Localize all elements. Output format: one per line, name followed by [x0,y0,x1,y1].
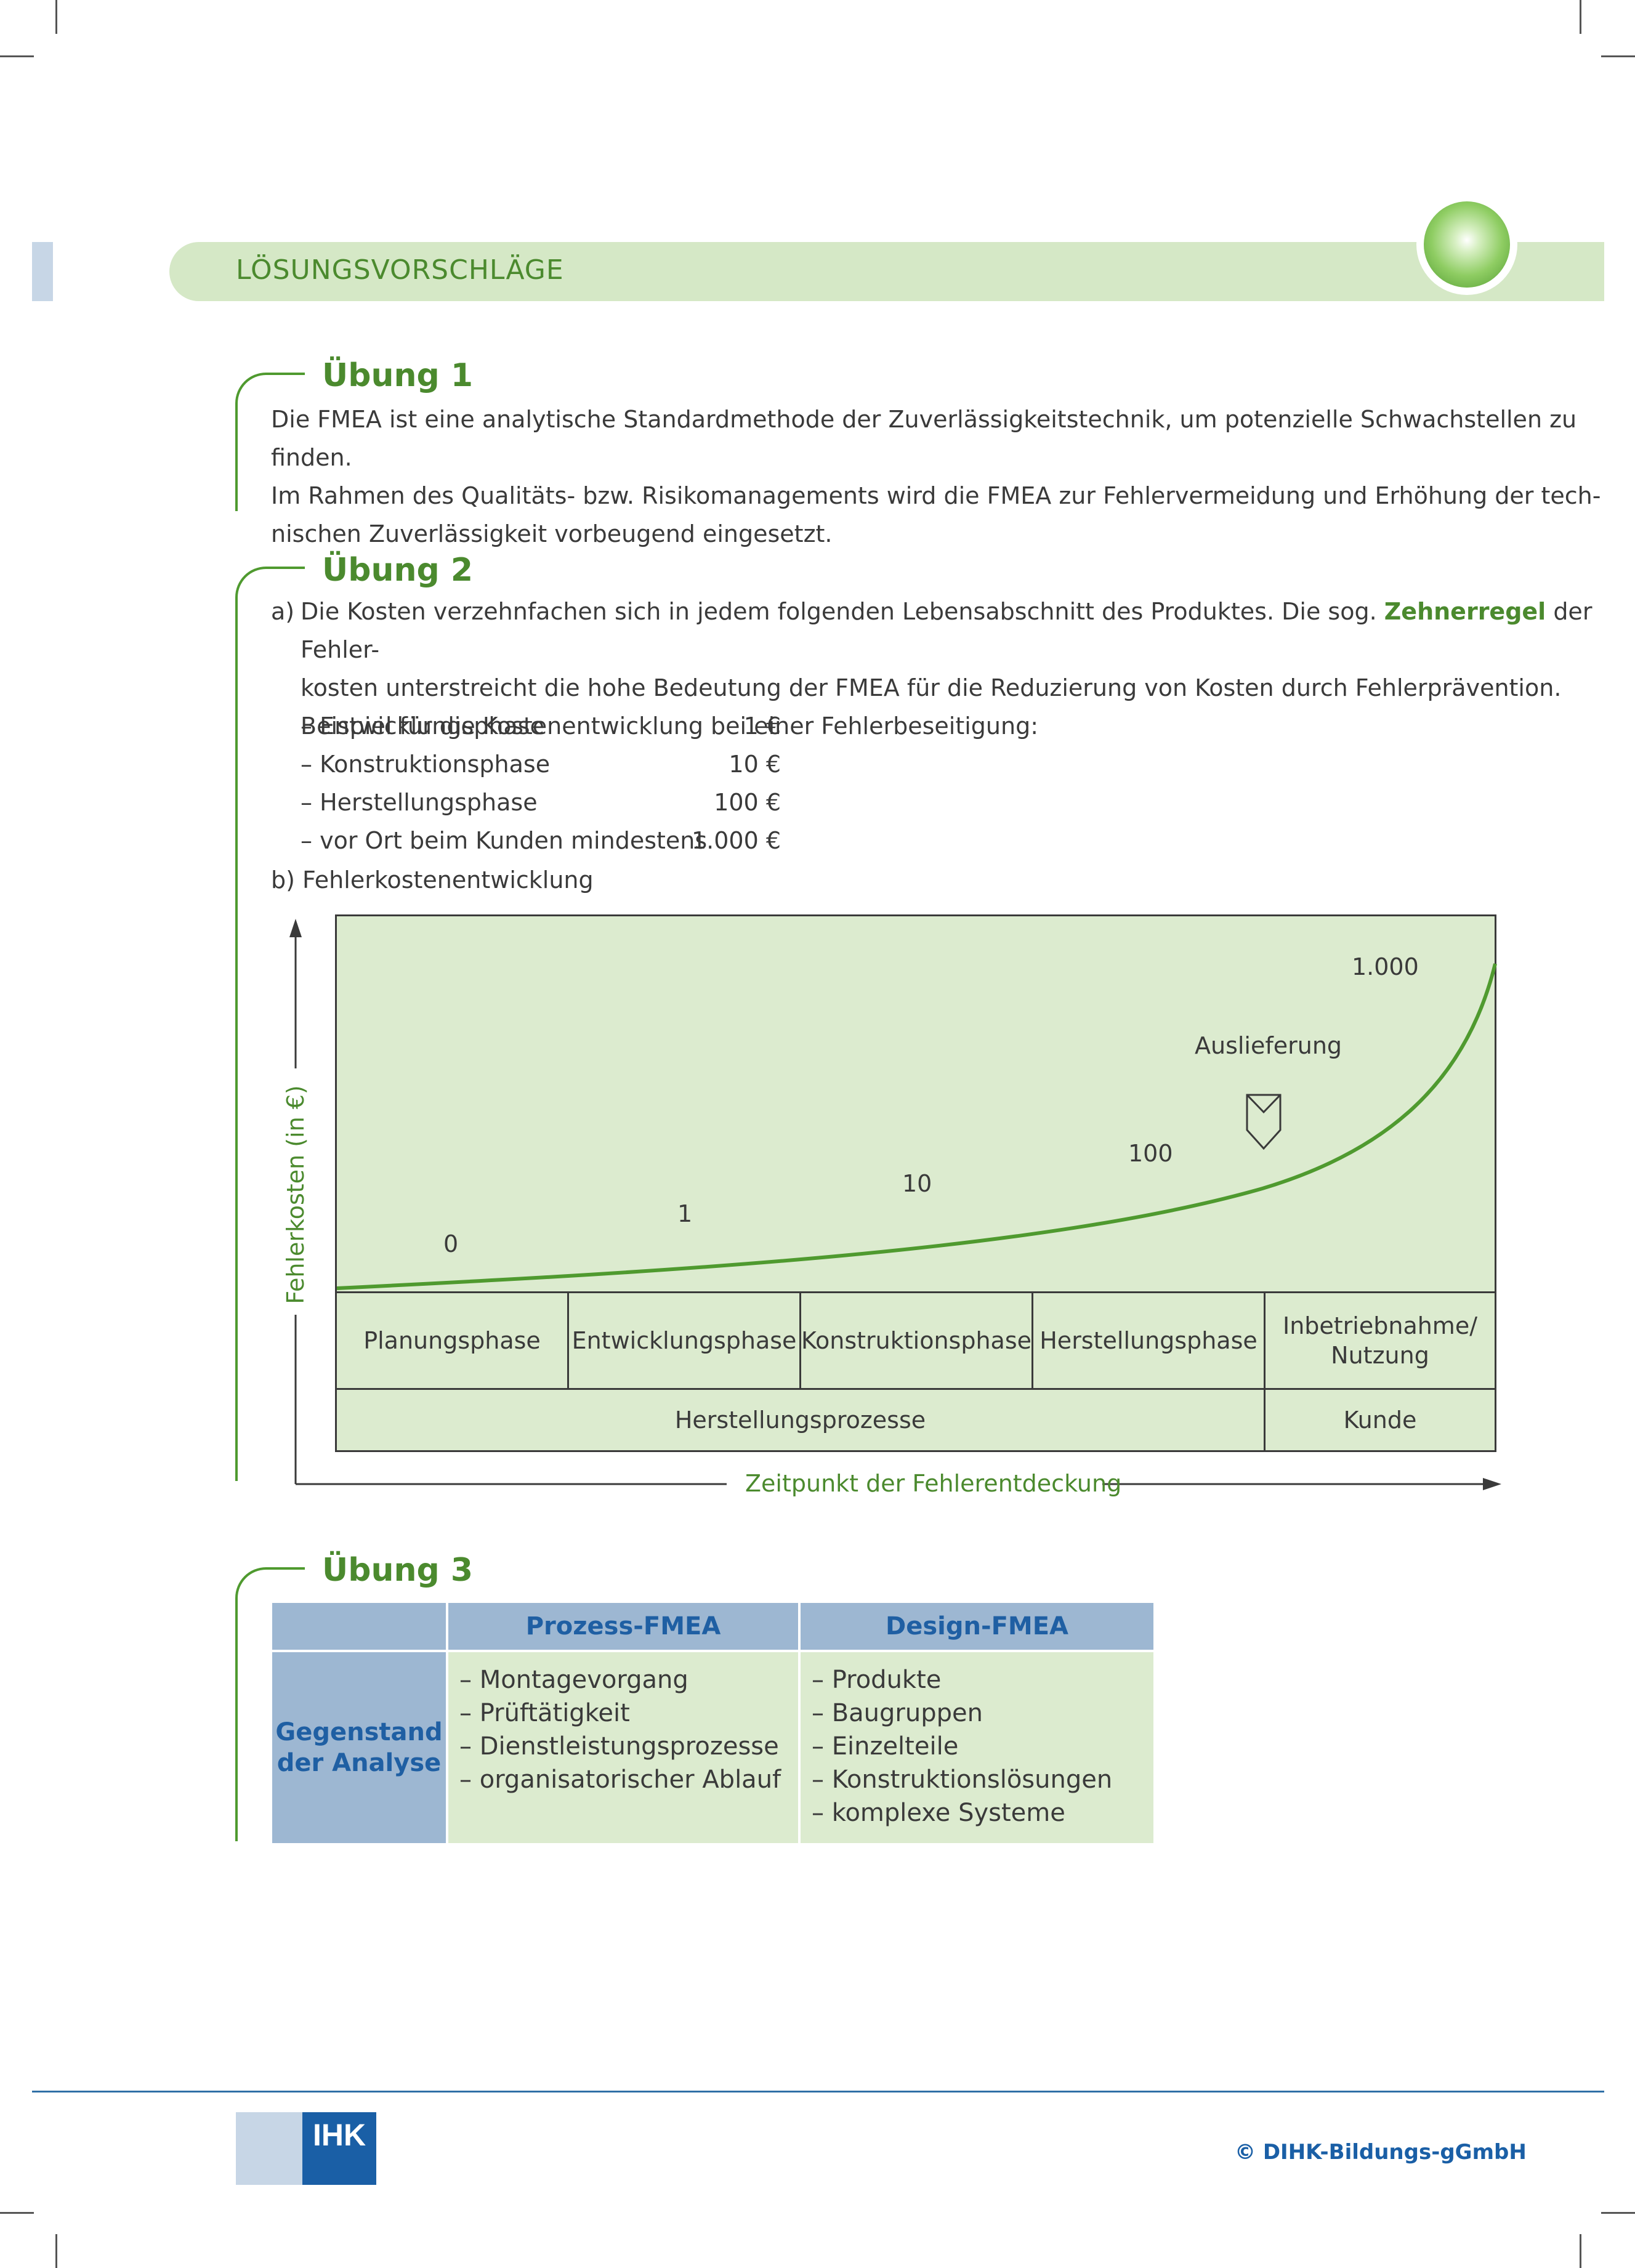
uebung2-b-text: b) Fehlerkostenentwicklung [271,866,594,894]
phase-cell: Planungsphase [335,1291,569,1390]
bracket-line [271,1567,305,1570]
table-header-design: Design-FMEA [801,1603,1153,1650]
ihk-logo-text: IHK [302,2112,376,2185]
crop-mark [1601,2212,1635,2214]
delivery-marker-chevron [1246,1094,1282,1114]
point-label: 1 [677,1200,693,1227]
cost-label: – Entwicklungsphase [301,712,544,740]
delivery-annotation: Auslieferung [1195,1032,1342,1059]
list-item: – organisatorischer Ablauf [459,1766,781,1794]
cost-label: – vor Ort beim Kunden mindestens [301,827,708,854]
point-label: 10 [902,1170,932,1197]
cost-list: – Entwicklungsphase 1 € – Konstruktionsp… [301,707,781,860]
text-line: Im Rahmen des Qualitäts- bzw. Risikomana… [271,482,1601,509]
uebung3-heading: Übung 3 [322,1552,473,1589]
crop-mark [1580,2234,1581,2268]
crop-mark [0,55,34,57]
row-header-line: Gegenstand [275,1718,443,1746]
uebung2-a-text: Die Kosten verzehnfachen sich in jedem f… [301,592,1635,745]
row-header-line: der Analyse [277,1749,442,1777]
list-item: – Prüftätigkeit [459,1699,630,1727]
list-item: – Montagevorgang [459,1666,688,1694]
text-line: kosten unterstreicht die hohe Bedeutung … [301,674,1562,701]
cost-label: – Herstellungsphase [301,789,538,816]
text-line: Die FMEA ist eine analytische Standardme… [271,406,1577,471]
list-item: – Konstruktionslösungen [812,1766,1113,1794]
list-item: – Produkte [812,1666,942,1694]
uebung2-heading: Übung 2 [322,552,473,589]
uebung2-a-marker: a) [271,598,295,625]
text-line: Die Kosten verzehnfachen sich in jedem f… [301,592,1635,669]
point-label: 1.000 [1352,953,1419,980]
cost-value: 100 € [714,789,781,816]
crop-mark [55,0,57,34]
table-cell-design: – Produkte – Baugruppen – Einzelteile – … [801,1652,1153,1843]
cost-row: – Konstruktionsphase 10 € [301,745,781,783]
y-axis-arrow-icon [289,919,302,937]
text-span: Die Kosten verzehnfachen sich in jedem f… [301,598,1377,625]
crop-mark [55,2234,57,2268]
bracket-line [235,406,238,511]
crop-mark [1580,0,1581,34]
list-item: – Dienstleistungsprozesse [459,1732,779,1761]
table-cell-prozess: – Montagevorgang – Prüftätigkeit – Diens… [448,1652,798,1843]
cost-row: – vor Ort beim Kunden mindestens 1.000 € [301,821,781,860]
phase-cell: Konstruktionsphase [799,1291,1033,1390]
uebung1-heading: Übung 1 [322,357,473,394]
keyword-zehnerregel: Zehnerregel [1384,598,1546,625]
cost-row: – Herstellungsphase 100 € [301,783,781,821]
text-line: nischen Zuverlässigkeit vorbeugend einge… [271,520,833,547]
phase-cell: Inbetriebnahme/ Nutzung [1264,1291,1496,1390]
crop-mark [1601,55,1635,57]
text-line: Beispiel für die Kostenentwicklung bei e… [301,712,1039,740]
list-item: – Baugruppen [812,1699,983,1727]
table-header-prozess: Prozess-FMEA [448,1603,798,1650]
phase-cell: Entwicklungsphase [567,1291,801,1390]
section-header-band [169,242,1604,301]
group-cell: Herstellungsprozesse [335,1388,1266,1452]
x-axis-label: Zeitpunkt der Fehlerentdeckung [745,1470,1122,1497]
decorative-green-ball [1424,201,1510,288]
table-corner-cell [272,1603,446,1650]
bracket-line [235,1601,238,1841]
uebung1-text: Die FMEA ist eine analytische Standardme… [271,400,1635,553]
y-axis-label: Fehlerkosten (in €) [282,1080,309,1309]
list-item: – Einzelteile [812,1732,959,1761]
copyright-text: © DIHK-Bildungs-gGmbH [1235,2140,1527,2165]
point-label: 100 [1128,1140,1173,1167]
cost-value: 1.000 € [691,827,781,854]
footer-rule [32,2091,1604,2092]
text-span: der Fehler- [301,598,1593,663]
list-item: – komplexe Systeme [812,1799,1065,1827]
table-row-header: Gegenstand der Analyse [272,1652,446,1843]
cost-value: 10 € [729,751,781,778]
group-cell: Kunde [1264,1388,1496,1452]
bracket-line [235,600,238,1481]
delivery-marker-icon [1246,1094,1282,1150]
chart-area [335,914,1496,1293]
cost-label: – Konstruktionsphase [301,751,551,778]
cost-value: 1 € [743,712,781,740]
header-side-marker [32,242,53,301]
bracket-line [271,567,305,569]
bracket-line [271,373,305,375]
cost-curve [336,963,1497,1290]
point-label: 0 [443,1230,459,1257]
crop-mark [0,2212,34,2214]
cost-row: – Entwicklungsphase 1 € [301,707,781,745]
phase-cell: Herstellungsphase [1031,1291,1266,1390]
x-axis-arrow-icon [1483,1478,1501,1490]
section-header-title: LÖSUNGSVORSCHLÄGE [236,254,564,286]
